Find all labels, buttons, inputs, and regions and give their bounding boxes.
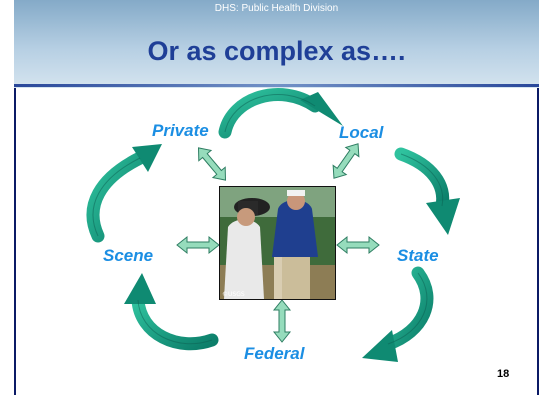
slide-header: DHS: Public Health Division Or as comple… — [14, 0, 539, 88]
node-label-local: Local — [339, 123, 384, 142]
connector-arrow-scene — [176, 235, 220, 255]
header-caption: DHS: Public Health Division — [214, 3, 339, 14]
page-number: 18 — [497, 368, 510, 380]
cycle-arrow-state-to-federal — [362, 266, 434, 362]
photo-credit: ©USGS — [222, 291, 245, 298]
news-camera-crew-photo-icon: ©USGS — [219, 186, 336, 300]
slide-title: Or as complex as…. — [147, 36, 406, 66]
connector-arrow-private — [197, 147, 227, 181]
cycle-arrow-federal-to-scene — [124, 273, 219, 351]
slide-left-border — [14, 88, 16, 395]
cycle-arrow-scene-to-private — [86, 144, 162, 243]
connector-arrow-state — [336, 235, 380, 255]
cycle-arrow-local-to-state — [394, 147, 460, 235]
connector-arrow-federal — [272, 299, 292, 343]
node-label-state: State — [397, 246, 439, 265]
slide-right-border — [537, 88, 539, 395]
header-divider — [14, 84, 539, 87]
node-label-private: Private — [152, 121, 209, 140]
node-label-scene: Scene — [103, 246, 154, 265]
node-label-federal: Federal — [244, 344, 305, 363]
cycle-arrow-private-to-local — [218, 88, 343, 139]
connector-arrow-local — [332, 143, 360, 179]
